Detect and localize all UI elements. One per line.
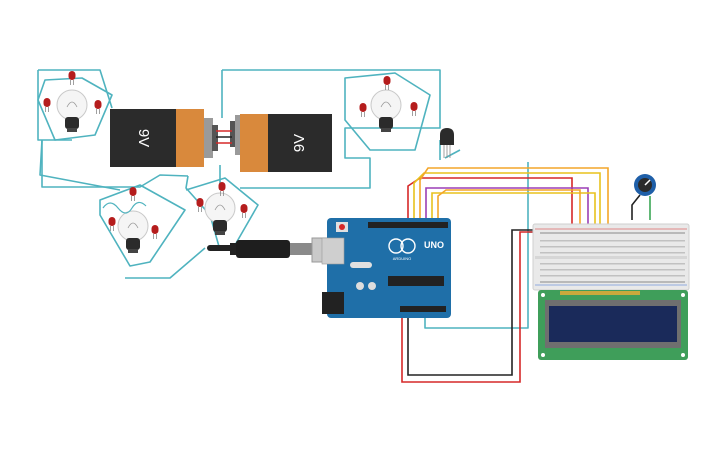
led-icon (240, 203, 248, 219)
temperature-sensor-icon (440, 128, 454, 158)
led-icon (196, 197, 204, 213)
battery-connector (216, 130, 232, 144)
led-icon (43, 97, 51, 113)
arduino-board-icon: ARDUINO UNO (321, 218, 451, 318)
squiggle-wire (102, 201, 147, 214)
led-icon (383, 75, 391, 91)
potentiometer-icon (634, 174, 656, 196)
led-icon (410, 101, 418, 117)
battery-left: 9V (110, 109, 218, 167)
arduino-brand-label: ARDUINO (393, 256, 411, 261)
arduino-model-label: UNO (424, 240, 444, 250)
battery-left-label: 9V (135, 129, 152, 147)
led-icon (151, 224, 159, 240)
led-icon (359, 102, 367, 118)
led-icon (94, 99, 102, 115)
led-icon (108, 216, 116, 232)
battery-right: 9V (230, 114, 332, 172)
lcd-display-icon (538, 290, 688, 360)
led-icon (68, 70, 76, 86)
breadboard-icon (532, 223, 690, 291)
bulb-2 (359, 75, 418, 133)
led-icon (129, 186, 137, 202)
battery-right-label: 9V (291, 134, 308, 152)
